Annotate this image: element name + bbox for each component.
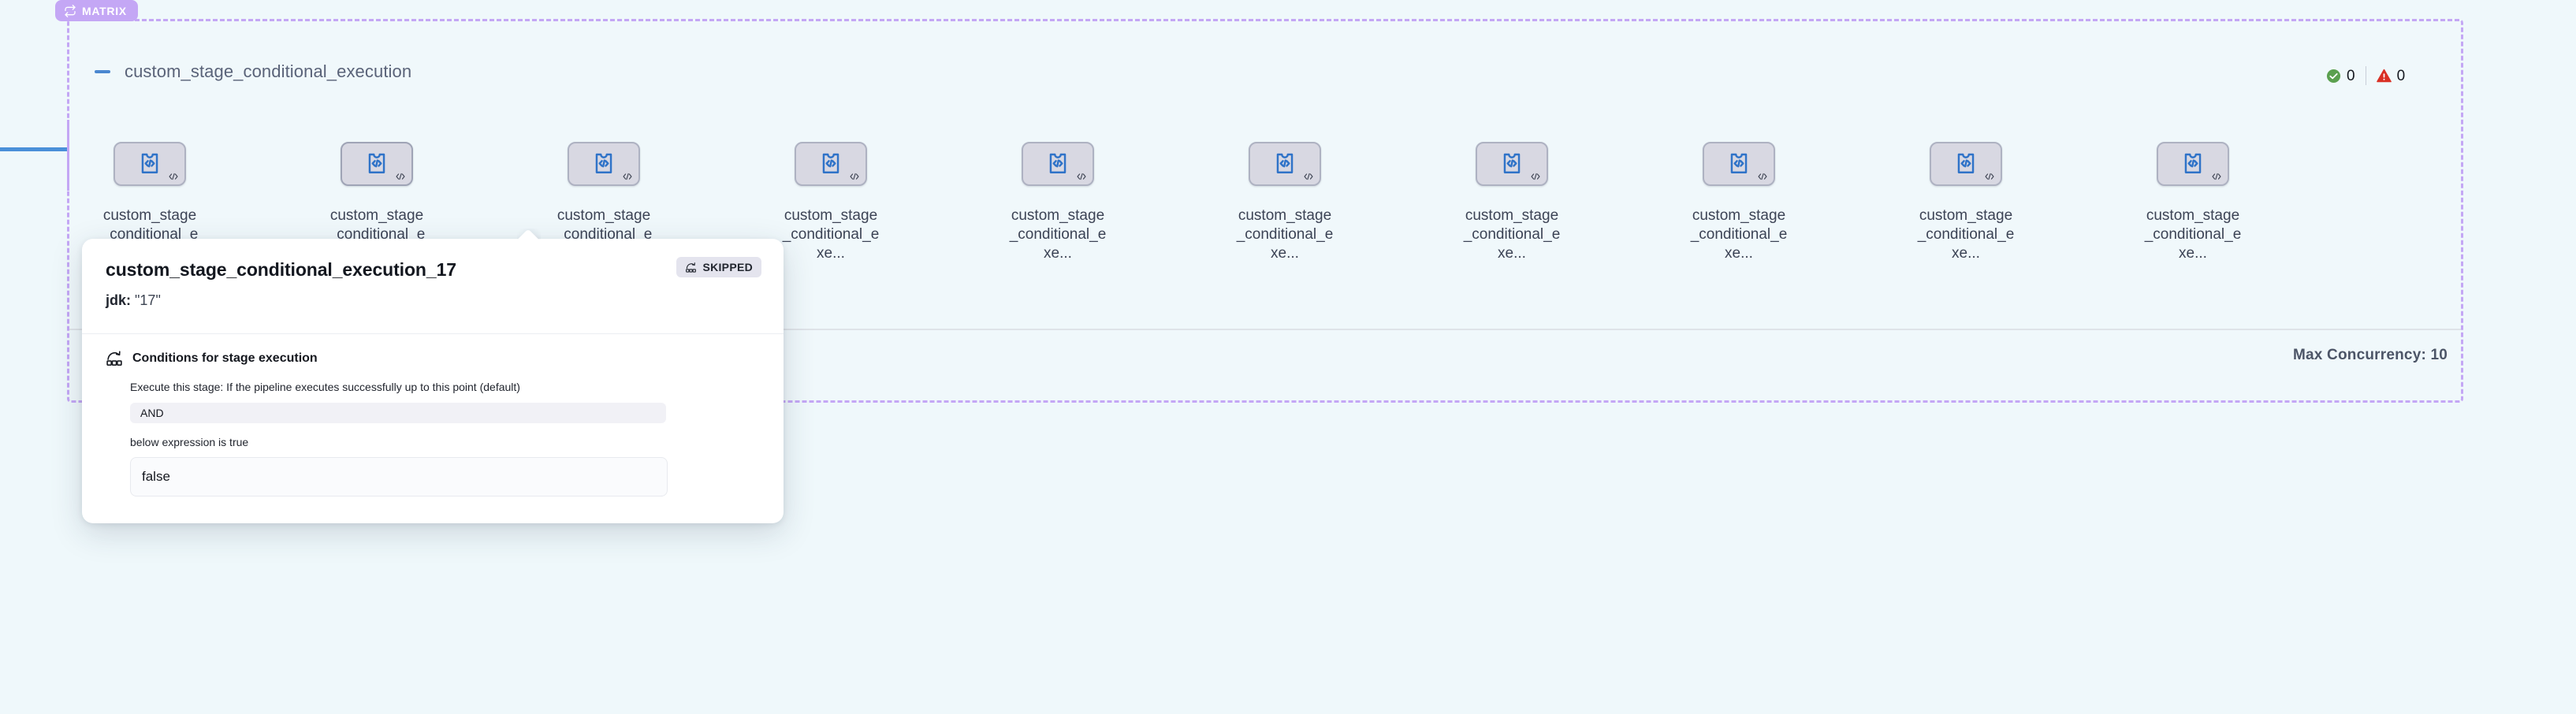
success-count-value: 0 — [2347, 67, 2355, 84]
stage-node[interactable] — [1249, 142, 1321, 186]
expression-label: below expression is true — [130, 435, 249, 448]
stage-node[interactable] — [1476, 142, 1548, 186]
popover-divider — [82, 333, 784, 334]
conditions-heading-row: Conditions for stage execution — [106, 350, 760, 367]
matrix-badge-label: MATRIX — [82, 4, 127, 17]
success-check-icon — [2326, 69, 2341, 84]
popover-parameter-key: jdk: — [106, 292, 132, 308]
stage-node-label: custom_stage_conditional_exe... — [1463, 207, 1561, 262]
max-concurrency-label: Max Concurrency: 10 — [2293, 347, 2448, 363]
stage-detail-popover: custom_stage_conditional_execution_17 SK… — [82, 239, 784, 523]
popover-arrow — [517, 229, 541, 240]
stage-node[interactable] — [795, 142, 867, 186]
stage-node-label: custom_stage_conditional_exe... — [2144, 207, 2242, 262]
status-badge-warning[interactable]: 0 — [2366, 69, 2416, 84]
stage-node[interactable] — [2157, 142, 2229, 186]
condition-operator-chip: AND — [130, 402, 666, 423]
expression-value: false — [142, 468, 170, 484]
stage-node[interactable] — [114, 142, 186, 186]
condition-operator-value: AND — [140, 406, 164, 419]
skip-stage-icon — [685, 262, 697, 273]
popover-title: custom_stage_conditional_execution_17 — [106, 259, 456, 280]
stage-node[interactable] — [1930, 142, 2002, 186]
stage-node-label: custom_stage_conditional_exe... — [782, 207, 880, 262]
stage-group-header[interactable]: custom_stage_conditional_execution — [95, 61, 411, 82]
page-title: custom_stage_conditional_execution — [125, 61, 412, 81]
stage-node[interactable] — [568, 142, 640, 186]
matrix-footer-divider — [69, 329, 2461, 330]
stage-node-label: custom_stage_conditional_exe... — [1236, 207, 1334, 262]
warning-triangle-icon — [2376, 69, 2392, 84]
conditions-heading: Conditions for stage execution — [132, 351, 318, 365]
stage-node[interactable] — [1022, 142, 1094, 186]
stage-node-label: custom_stage_conditional_exe... — [1009, 207, 1107, 262]
skip-stage-icon — [106, 350, 123, 367]
incoming-connector-edge — [0, 147, 68, 151]
warning-count-value: 0 — [2396, 67, 2406, 84]
conditions-description: Execute this stage: If the pipeline exec… — [130, 380, 520, 393]
stage-node-label: custom_stage_conditional_exe... — [1690, 207, 1788, 262]
status-counters: 0 0 — [2316, 66, 2415, 85]
matrix-edge-junction — [67, 120, 69, 191]
status-badge-label: SKIPPED — [702, 261, 753, 273]
stage-node-label: custom_stage_conditional_exe... — [1917, 207, 2015, 262]
stage-node[interactable] — [1703, 142, 1775, 186]
popover-parameter: jdk: "17" — [106, 292, 760, 310]
matrix-badge[interactable]: MATRIX — [55, 0, 138, 21]
expression-value-box: false — [130, 456, 668, 496]
popover-header: custom_stage_conditional_execution_17 SK… — [82, 239, 784, 333]
status-badge: SKIPPED — [676, 257, 761, 277]
loop-icon — [64, 4, 76, 17]
popover-parameter-value: "17" — [135, 292, 161, 308]
popover-body: Conditions for stage execution Execute t… — [82, 334, 784, 523]
minus-icon[interactable] — [95, 70, 110, 73]
stage-node[interactable] — [341, 142, 413, 186]
status-badge-success[interactable]: 0 — [2316, 69, 2366, 84]
